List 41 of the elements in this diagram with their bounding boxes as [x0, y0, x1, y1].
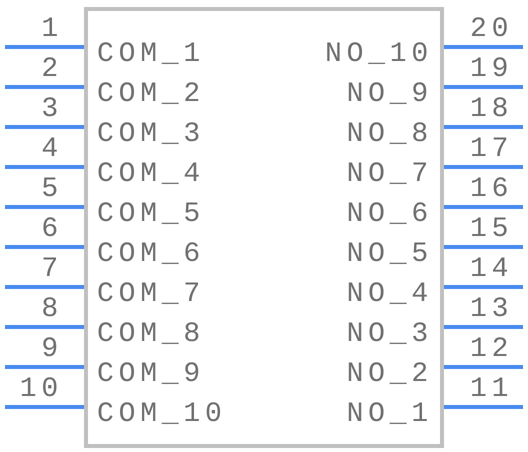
- pin-number: 2: [41, 56, 63, 84]
- pin-number: 11: [470, 376, 514, 404]
- pin-number: 18: [470, 96, 514, 124]
- pin-number: 5: [41, 176, 63, 204]
- pin-number: 13: [470, 296, 514, 324]
- pin-name: COM_7: [97, 281, 206, 309]
- pin-number: 1: [41, 16, 63, 44]
- pin-number: 7: [41, 256, 63, 284]
- pin-name: COM_9: [97, 361, 206, 389]
- pin-name: COM_4: [97, 161, 206, 189]
- pin-number: 12: [470, 336, 514, 364]
- pin-number: 14: [470, 256, 514, 284]
- pin-number: 15: [470, 216, 514, 244]
- pin-name: NO_2: [346, 361, 433, 389]
- pin-name: COM_1: [97, 41, 206, 69]
- pin-number: 10: [20, 376, 63, 404]
- pin-name: NO_1: [346, 401, 433, 429]
- pin-name: NO_4: [346, 281, 433, 309]
- component-body: [84, 7, 444, 448]
- pin-name: COM_2: [97, 81, 206, 109]
- pin-number: 4: [41, 136, 63, 164]
- pin-name: COM_8: [97, 321, 206, 349]
- pin-number: 3: [41, 96, 63, 124]
- pin-number: 17: [470, 136, 514, 164]
- pin-number: 8: [41, 296, 63, 324]
- pin-number: 19: [470, 56, 514, 84]
- pin-name: NO_5: [346, 241, 433, 269]
- pin-name: NO_8: [346, 121, 433, 149]
- pin-name: COM_10: [97, 401, 227, 429]
- pin-name: NO_7: [346, 161, 433, 189]
- pin-name: NO_9: [346, 81, 433, 109]
- pin-name: NO_10: [324, 41, 433, 69]
- pin-number: 6: [41, 216, 63, 244]
- pin-name: NO_6: [346, 201, 433, 229]
- pin-name: COM_5: [97, 201, 206, 229]
- pin-number: 9: [41, 336, 63, 364]
- pin-name: NO_3: [346, 321, 433, 349]
- pin-name: COM_3: [97, 121, 206, 149]
- pin-number: 16: [470, 176, 514, 204]
- pin-name: COM_6: [97, 241, 206, 269]
- pin-number: 20: [470, 16, 514, 44]
